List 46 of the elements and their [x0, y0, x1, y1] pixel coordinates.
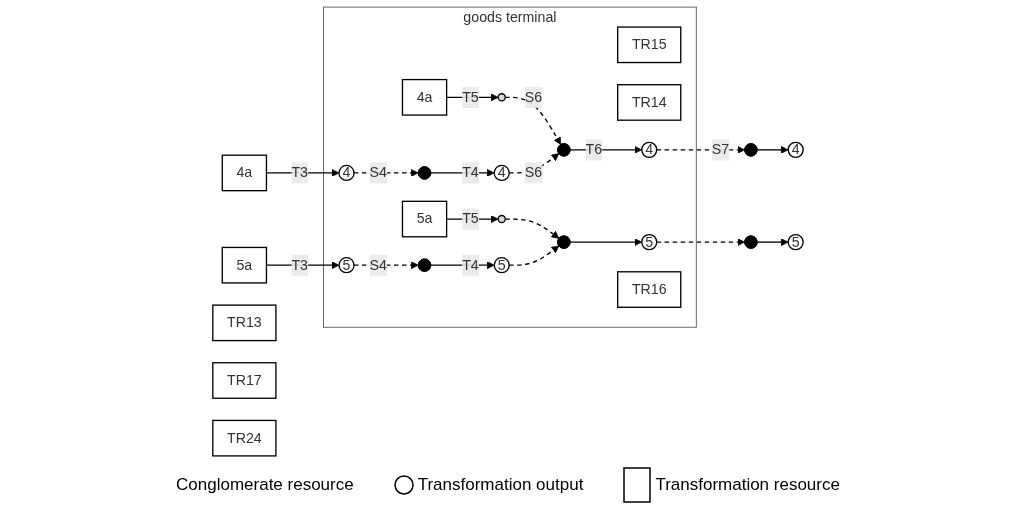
arrow: [353, 261, 419, 270]
legend-text: Conglomerate resource: [176, 475, 354, 495]
node-box: 5a: [221, 246, 268, 284]
arrow: [504, 96, 562, 145]
node-circle: 5: [641, 233, 658, 251]
edge-label: T3: [291, 164, 308, 181]
node-circle: 5: [493, 257, 510, 274]
arrow: [756, 238, 789, 247]
edge-label: S4: [369, 164, 387, 181]
arrow: [656, 145, 746, 154]
arrow: [353, 169, 419, 177]
edge-label: S6: [524, 164, 543, 181]
edge-label: T5: [462, 211, 479, 227]
arrow: [656, 238, 746, 247]
node-box: TR16: [617, 271, 682, 308]
node-circle: [497, 214, 506, 224]
arrow: [508, 153, 560, 174]
node-circle: [497, 93, 506, 102]
node-box: TR15: [617, 26, 682, 64]
node-circle: 4: [493, 164, 510, 182]
node-circle: 4: [338, 164, 355, 182]
node-box: 4a: [401, 78, 448, 116]
edge-label: T4: [462, 164, 479, 181]
edge-label: S4: [369, 257, 387, 273]
edge-label: S7: [711, 141, 730, 157]
node-box: 5a: [401, 200, 448, 238]
arrow: [569, 238, 643, 247]
node-circle: 4: [641, 141, 658, 159]
node-box: TR14: [617, 84, 682, 121]
node-box: 4a: [221, 154, 268, 192]
node-box: TR17: [212, 362, 277, 399]
node-circle: 5: [787, 233, 804, 251]
node-circle: 4: [787, 141, 804, 159]
legend-text: Transformation output: [417, 475, 584, 495]
edge-label: T4: [462, 257, 479, 273]
arrow: [508, 245, 560, 266]
arrow: [756, 145, 789, 154]
node-circle: 5: [338, 257, 355, 274]
edge-label: T5: [462, 89, 479, 105]
edge-label: T6: [585, 141, 603, 157]
edge-label: T3: [291, 257, 308, 273]
edge-label: S6: [524, 89, 543, 105]
node-box: TR24: [212, 419, 277, 457]
node-box: TR13: [212, 304, 277, 342]
arrow: [504, 218, 560, 239]
legend-text: Transformation resource: [655, 475, 840, 495]
